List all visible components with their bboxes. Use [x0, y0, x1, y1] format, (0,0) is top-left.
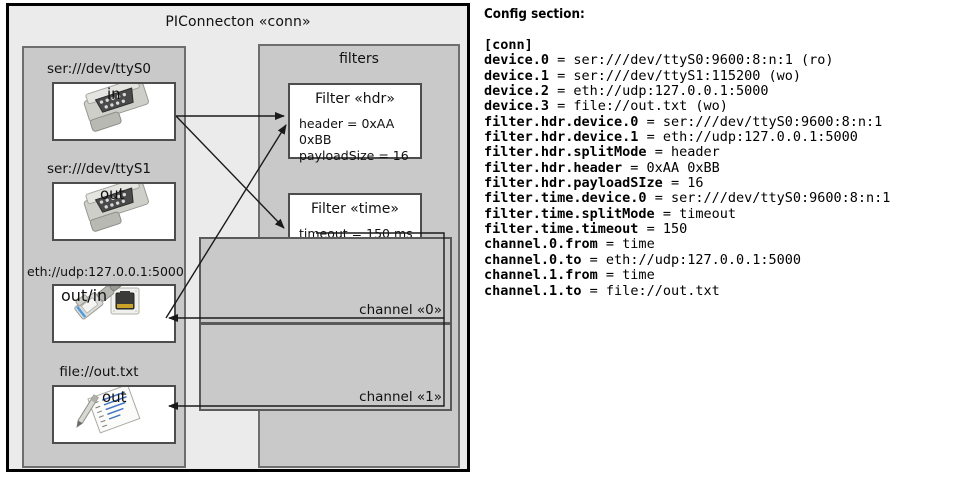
filters-group: filters Filter «hdr» header = 0xAA 0xBB … — [199, 44, 460, 468]
device-label-file: file://out.txt — [59, 364, 139, 380]
config-line: filter.hdr.payloadSIze = 16 — [484, 175, 890, 192]
config-line-value: = eth://udp:127.0.0.1:5000 — [549, 83, 769, 100]
config-line-key: channel.1.from — [484, 267, 598, 284]
filters-group-title: filters — [339, 51, 379, 67]
config-line-value: = ser:///dev/ttyS1:115200 (wo) — [549, 67, 801, 84]
device-card-ttys1[interactable]: out — [52, 182, 176, 241]
device-direction-eth: out/in — [61, 286, 108, 305]
config-line: device.0 = ser:///dev/ttyS0:9600:8:n:1 (… — [484, 53, 890, 68]
config-line-key: device.1 — [484, 67, 550, 84]
config-line-value: = time — [597, 236, 655, 253]
channel-box-0[interactable]: channel «0» — [199, 237, 452, 324]
filter-props-hdr: header = 0xAA 0xBB payloadSize = 16 — [299, 116, 420, 164]
config-line-key: device.2 — [484, 83, 550, 100]
device-card-eth[interactable]: out/in — [52, 284, 176, 343]
config-line-key: channel.1.to — [484, 282, 582, 299]
config-line: channel.1.to = file://out.txt — [484, 282, 890, 299]
config-line: device.3 = file://out.txt (wo) — [484, 99, 890, 114]
channel-label-0: channel «0» — [359, 302, 442, 318]
config-line-key: filter.hdr.splitMode — [484, 144, 647, 161]
config-line: filter.time.splitMode = timeout — [484, 205, 890, 222]
config-line: filter.time.device.0 = ser:///dev/ttyS0:… — [484, 191, 890, 206]
config-line-value: = eth://udp:127.0.0.1:5000 — [581, 251, 801, 268]
device-direction-ttys0: in — [107, 85, 121, 103]
config-line-value: = ser:///dev/ttyS0:9600:8:n:1 (ro) — [549, 52, 834, 69]
filter-prop: header = 0xAA 0xBB — [299, 116, 395, 147]
config-line-key: filter.hdr.device.0 — [484, 113, 639, 130]
config-line: filter.hdr.header = 0xAA 0xBB — [484, 159, 890, 176]
config-line-value: = file://out.txt (wo) — [549, 98, 728, 115]
config-line: device.1 = ser:///dev/ttyS1:115200 (wo) — [484, 67, 890, 84]
config-line-key: device.0 — [484, 52, 550, 69]
config-line-value: = 0xAA 0xBB — [622, 159, 720, 176]
config-line: filter.time.timeout = 150 — [484, 221, 890, 238]
config-line: filter.hdr.device.1 = eth://udp:127.0.0.… — [484, 129, 890, 146]
config-line-value: = 150 — [638, 221, 688, 238]
config-line-key: filter.time.device.0 — [484, 190, 647, 207]
config-line-key: channel.0.from — [484, 236, 598, 253]
channel-box-1[interactable]: channel «1» — [199, 323, 452, 411]
config-line-value: = timeout — [654, 205, 736, 222]
config-line-key: filter.hdr.payloadSIze — [484, 175, 663, 192]
channel-label-1: channel «1» — [359, 389, 442, 405]
config-line-key: filter.hdr.header — [484, 159, 623, 176]
config-line-value: = time — [597, 267, 655, 284]
config-line-key: filter.hdr.device.1 — [484, 129, 639, 146]
config-heading: Config section: — [484, 7, 585, 22]
config-line: device.2 = eth://udp:127.0.0.1:5000 — [484, 83, 890, 100]
ethernet-rj45-icon — [74, 286, 140, 320]
config-line: channel.0.to = eth://udp:127.0.0.1:5000 — [484, 251, 890, 268]
config-line-value: = file://out.txt — [581, 282, 720, 299]
config-line: [conn] — [484, 37, 890, 53]
config-line: channel.1.from = time — [484, 267, 890, 284]
config-line-value: = eth://udp:127.0.0.1:5000 — [638, 129, 858, 146]
device-card-file[interactable]: out — [52, 385, 176, 444]
config-line: filter.hdr.splitMode = header — [484, 145, 890, 160]
config-line-value: = header — [646, 144, 720, 161]
filter-card-hdr[interactable]: Filter «hdr» header = 0xAA 0xBB payloadS… — [288, 83, 422, 163]
filter-title-hdr: Filter «hdr» — [315, 91, 395, 107]
config-line: channel.0.from = time — [484, 237, 890, 252]
config-line-key: [conn] — [484, 37, 533, 53]
filter-prop: payloadSize = 16 — [299, 148, 409, 163]
diagram-title: PIConnecton «conn» — [165, 14, 311, 30]
filter-title-time: Filter «time» — [311, 201, 399, 217]
serial-db9-icon — [83, 84, 149, 132]
serial-db9-icon — [83, 184, 149, 232]
config-line-key: device.3 — [484, 98, 550, 115]
config-line-key: filter.time.timeout — [484, 221, 639, 238]
devices-group: ser:///dev/ttyS0 in — [22, 46, 186, 468]
config-line-value: = ser:///dev/ttyS0:9600:8:n:1 — [638, 113, 883, 130]
device-card-ttys0[interactable]: in — [52, 82, 176, 141]
config-line-value: = ser:///dev/ttyS0:9600:8:n:1 — [646, 190, 891, 207]
config-line-key: filter.time.splitMode — [484, 205, 655, 222]
device-label-eth: eth://udp:127.0.0.1:5000 — [27, 264, 184, 279]
device-label-ttys1: ser:///dev/ttyS1 — [47, 161, 151, 177]
document-pencil-icon — [76, 387, 141, 434]
connection-diagram: PIConnecton «conn» ser:///dev/ttyS0 in — [0, 0, 478, 484]
device-direction-file: out — [102, 388, 127, 406]
config-text: [conn]device.0 = ser:///dev/ttyS0:9600:8… — [484, 37, 890, 299]
config-panel: Config section: [conn]device.0 = ser:///… — [478, 0, 964, 484]
piconnecton-container: PIConnecton «conn» ser:///dev/ttyS0 in — [6, 3, 470, 472]
config-line-value: = 16 — [662, 175, 704, 192]
config-line-key: channel.0.to — [484, 251, 582, 268]
device-direction-ttys1: out — [100, 185, 125, 203]
config-line: filter.hdr.device.0 = ser:///dev/ttyS0:9… — [484, 113, 890, 130]
device-label-ttys0: ser:///dev/ttyS0 — [47, 61, 151, 77]
